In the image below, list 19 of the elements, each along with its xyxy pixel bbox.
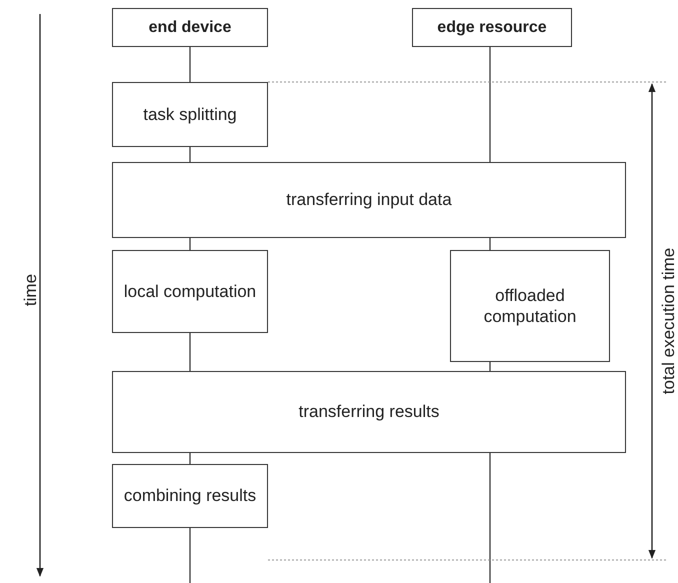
participant-box: edge resource	[412, 8, 572, 47]
lifeline	[489, 238, 491, 250]
lifeline	[189, 333, 191, 371]
process-box: task splitting	[112, 82, 268, 147]
dimension-label: total execution time	[659, 248, 678, 394]
lifeline	[189, 528, 191, 583]
process-box: transferring input data	[112, 162, 626, 238]
process-box: combining results	[112, 464, 268, 528]
time-label: time	[21, 274, 42, 306]
lifeline	[189, 147, 191, 162]
process-box: transferring results	[112, 371, 626, 453]
lifeline	[189, 47, 191, 82]
participant-box: end device	[112, 8, 268, 47]
lifeline	[489, 453, 491, 583]
process-box: local computation	[112, 250, 268, 333]
process-box: offloaded computation	[450, 250, 610, 362]
lifeline	[489, 47, 491, 162]
lifeline	[189, 453, 191, 464]
lifeline	[189, 238, 191, 250]
